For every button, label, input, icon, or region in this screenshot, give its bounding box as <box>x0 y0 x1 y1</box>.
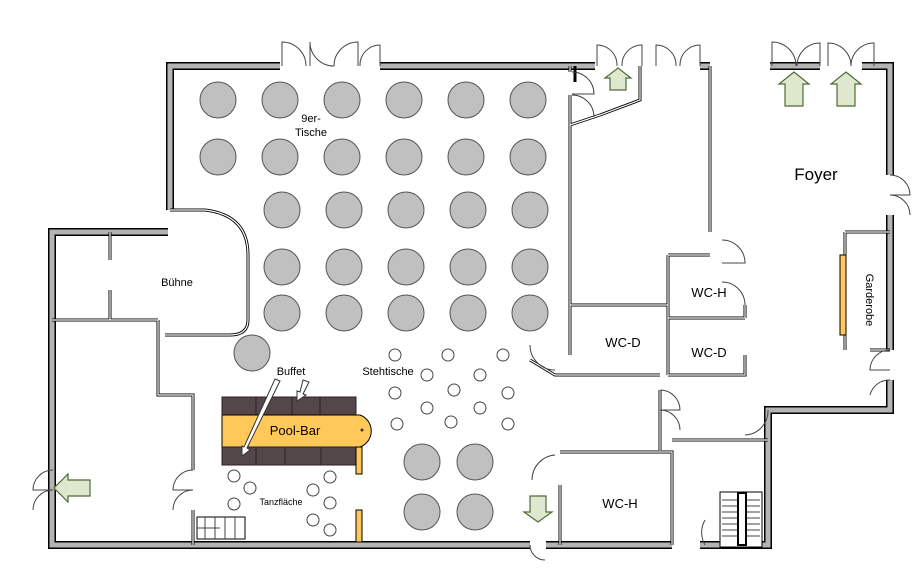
wc-d-label-2: WC-D <box>691 345 726 360</box>
standing-table <box>306 513 320 527</box>
round-table <box>447 138 485 176</box>
round-table <box>323 138 361 176</box>
standing-table <box>388 348 402 362</box>
round-table <box>199 138 237 176</box>
round-table <box>387 294 425 332</box>
standing-table <box>473 401 487 415</box>
buffet-label: Buffet <box>277 366 306 378</box>
round-table <box>387 248 425 286</box>
round-table <box>449 248 487 286</box>
round-table <box>325 248 363 286</box>
exit-arrow-icon <box>53 472 91 504</box>
cloakroom-label: Garderobe <box>863 274 875 327</box>
exit-arrow-icon <box>522 495 554 523</box>
round-table <box>403 493 441 531</box>
standing-table <box>227 497 241 511</box>
standing-table <box>420 401 434 415</box>
exit-arrow-icon <box>777 71 811 107</box>
round-table <box>449 191 487 229</box>
buffet-pointer-arrow-icon <box>296 379 310 402</box>
standing-table <box>306 483 320 497</box>
dance-floor-label: Tanzfläche <box>259 497 302 507</box>
exit-arrow-icon <box>603 67 633 91</box>
round-table <box>511 294 549 332</box>
standing-table <box>390 417 404 431</box>
standing-tables <box>227 348 515 537</box>
standing-table <box>447 383 461 397</box>
round-table <box>456 493 494 531</box>
round-table <box>263 294 301 332</box>
standing-table <box>501 386 515 400</box>
standing-table <box>496 348 510 362</box>
pool-bar-label: Pool-Bar <box>270 423 321 438</box>
standing-table <box>388 386 402 400</box>
stairs <box>196 491 763 548</box>
wc-d-label: WC-D <box>605 335 640 350</box>
standing-table <box>243 481 257 495</box>
round-table <box>511 191 549 229</box>
round-table <box>387 191 425 229</box>
round-table <box>449 294 487 332</box>
round-table <box>323 81 361 119</box>
round-table <box>509 81 547 119</box>
labels: 9er- Tische Bühne Buffet Stehtische Tanz… <box>161 113 875 511</box>
tables-label-1: 9er- <box>301 113 321 125</box>
standing-table <box>441 348 455 362</box>
exit-arrow-icon <box>829 71 863 107</box>
round-table <box>199 81 237 119</box>
standing-tables-label: Stehtische <box>362 366 413 378</box>
standing-table <box>501 417 515 431</box>
stage-label: Bühne <box>161 277 193 289</box>
standing-table <box>323 496 337 510</box>
standing-table <box>323 523 337 537</box>
exit-arrows <box>53 67 863 523</box>
round-table <box>233 334 271 372</box>
doors <box>32 41 911 561</box>
wc-h-label: WC-H <box>691 285 726 300</box>
standing-table <box>444 415 458 429</box>
standing-table <box>227 469 241 483</box>
round-tables-9er <box>199 81 549 531</box>
buffet-pointers <box>241 378 310 457</box>
round-table <box>456 443 494 481</box>
round-table <box>261 81 299 119</box>
foyer-label: Foyer <box>794 165 838 184</box>
round-table <box>385 81 423 119</box>
round-table <box>263 191 301 229</box>
round-table <box>325 191 363 229</box>
tables-label-2: Tische <box>295 127 327 139</box>
round-table <box>403 443 441 481</box>
round-table <box>261 138 299 176</box>
round-table <box>325 294 363 332</box>
buffet-pointer-arrow-icon <box>241 378 281 457</box>
round-table <box>511 248 549 286</box>
wc-h-label-2: WC-H <box>602 496 637 511</box>
round-table <box>447 81 485 119</box>
standing-table <box>420 368 434 382</box>
round-table <box>263 248 301 286</box>
standing-table <box>323 470 337 484</box>
round-table <box>509 138 547 176</box>
round-table <box>385 138 423 176</box>
standing-table <box>473 368 487 382</box>
